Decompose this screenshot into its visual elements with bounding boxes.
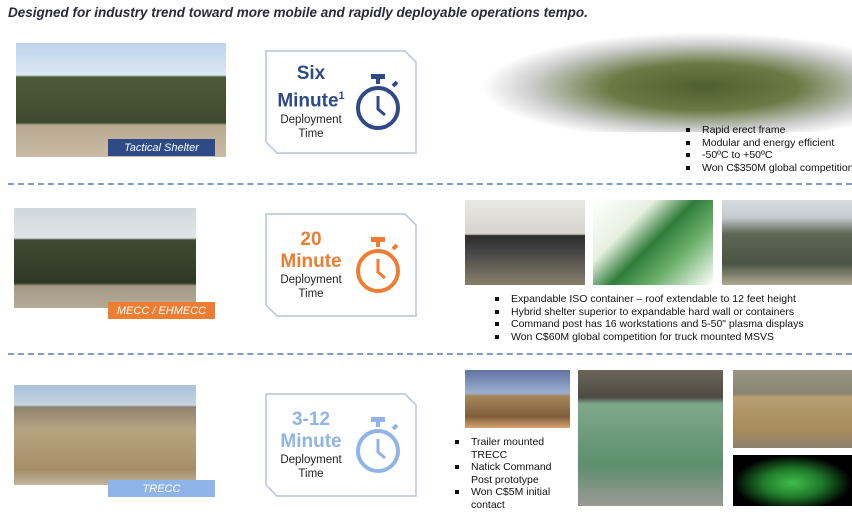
stopwatch-icon [356, 237, 400, 293]
mecc-label: MECC / EHMECC [108, 302, 215, 319]
command-post-render [593, 200, 713, 285]
time-value: 20 [300, 229, 322, 250]
shelter-frame-render [480, 32, 852, 132]
bullet: Won C$5M initial contact [449, 486, 569, 511]
bullet: Rapid erect frame [680, 124, 852, 137]
time-caption: Deployment [280, 274, 342, 286]
row-divider [8, 183, 852, 185]
slide-title: Designed for industry trend toward more … [8, 5, 588, 20]
mecc-photo [14, 208, 196, 308]
bullet: -50ºC to +50ºC [680, 149, 852, 162]
bullet: Expandable ISO container – roof extendab… [489, 293, 804, 306]
bullet: Won C$350M global competition [680, 162, 852, 175]
helicopter-render [733, 455, 852, 506]
bullet: Modular and energy efficient [680, 137, 852, 150]
time-caption: Time [298, 127, 324, 140]
time-caption: Deployment [280, 113, 342, 126]
trecc-label: TRECC [108, 480, 215, 497]
trecc-photo [14, 385, 196, 485]
trecc-trailer-photo [578, 370, 723, 506]
deployment-time-box-six: Six Minute1 Deployment Time [265, 50, 417, 154]
time-unit: Minute [277, 90, 339, 112]
footnote-marker: 1 [338, 90, 345, 103]
trailer-render [465, 370, 570, 428]
time-value: Six [296, 63, 326, 85]
mecc-bullets: Expandable ISO container – roof extendab… [489, 293, 804, 343]
time-value: 3-12 [291, 409, 331, 430]
stopwatch-icon [356, 74, 400, 130]
stopwatch-icon [356, 417, 400, 473]
row-divider [8, 353, 852, 355]
bullet: Natick Command Post prototype [449, 461, 569, 486]
bullet: Hybrid shelter superior to expandable ha… [489, 306, 804, 319]
bullet: Trailer mounted TRECC [449, 436, 569, 461]
truck-mounted-shelter-photo [722, 200, 852, 285]
time-caption: Time [298, 288, 324, 300]
bullet: Command post has 16 workstations and 5-5… [489, 318, 804, 331]
tactical-shelter-bullets: Rapid erect frame Modular and energy eff… [680, 124, 852, 174]
deployment-time-box-20: 20 Minute Deployment Time [265, 213, 417, 317]
deployment-time-box-3-12: 3-12 Minute Deployment Time [265, 393, 417, 497]
tactical-shelter-label: Tactical Shelter [108, 139, 215, 156]
time-caption: Deployment [280, 454, 342, 466]
time-unit: Minute [280, 431, 342, 452]
trecc-bullets: Trailer mounted TRECC Natick Command Pos… [449, 436, 569, 511]
bullet: Won C$60M global competition for truck m… [489, 331, 804, 344]
trecc-field-photo [733, 370, 852, 448]
command-post-interior-photo [465, 200, 585, 285]
time-caption: Time [298, 468, 324, 480]
time-unit: Minute [280, 251, 342, 272]
tactical-shelter-photo [16, 43, 226, 157]
